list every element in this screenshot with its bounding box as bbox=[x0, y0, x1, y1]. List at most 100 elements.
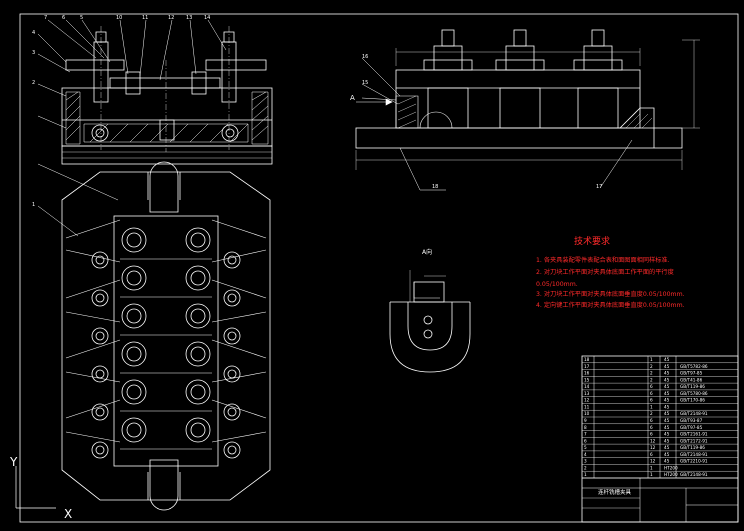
parts-cell: 2 bbox=[584, 465, 587, 470]
locating-pin-icon bbox=[185, 417, 211, 443]
clamp-bolt-icon bbox=[223, 403, 241, 421]
parts-cell: 6 bbox=[650, 452, 653, 457]
locating-pin-icon bbox=[121, 303, 147, 329]
balloon-12: 12 bbox=[168, 15, 174, 21]
parts-cell: 12 bbox=[650, 459, 656, 464]
parts-cell: 13 bbox=[584, 391, 590, 396]
clamp-bolt-icon bbox=[91, 289, 109, 307]
locating-pin-icon bbox=[185, 341, 211, 367]
locating-pin-icon bbox=[121, 227, 147, 253]
tech-line-2: 2. 对刀块工作平面对夹具体底面工作平面的平行度 bbox=[536, 268, 674, 276]
balloon-14: 14 bbox=[204, 15, 210, 21]
parts-cell: 14 bbox=[584, 384, 590, 389]
locating-pin-icon bbox=[185, 303, 211, 329]
parts-cell: 45 bbox=[664, 418, 670, 423]
parts-cell: 6 bbox=[650, 391, 653, 396]
technical-requirements: 技术要求 1. 各夹具装配零件表配合表和面图面相同样标准. 2. 对刀块工作平面… bbox=[536, 235, 685, 309]
clamp-bolt-icon bbox=[91, 441, 109, 459]
parts-cell: 12 bbox=[650, 445, 656, 450]
detail-view-label: A向 bbox=[422, 248, 432, 256]
clamp-bolt-icon bbox=[223, 289, 241, 307]
balloons-top-left: 7 6 5 4 3 2 1 bbox=[32, 15, 83, 208]
balloon-15: 15 bbox=[362, 80, 368, 86]
clamp-bolt-icon bbox=[223, 251, 241, 269]
parts-cell: 6 bbox=[650, 384, 653, 389]
parts-cell: 1 bbox=[650, 465, 653, 470]
locating-pin-icon bbox=[185, 265, 211, 291]
clamp-bolt-icon bbox=[223, 327, 241, 345]
tech-line-4: 3. 对刀块工作平面对夹具体底面垂直度0.05/100mm. bbox=[536, 290, 685, 298]
parts-cell: 6 bbox=[650, 432, 653, 437]
parts-cell: 12 bbox=[584, 398, 590, 403]
balloons-top-row: 10 11 12 13 14 bbox=[116, 15, 210, 21]
parts-cell: 45 bbox=[664, 445, 670, 450]
balloons-right-view: 16 15 18 17 bbox=[362, 54, 602, 190]
balloon-6: 6 bbox=[62, 15, 65, 21]
locating-pin-icon bbox=[121, 417, 147, 443]
parts-cell: GB/T119-86 bbox=[680, 384, 705, 389]
parts-cell: 1 bbox=[650, 404, 653, 409]
balloon-16: 16 bbox=[362, 54, 368, 60]
parts-cell: 2 bbox=[650, 411, 653, 416]
parts-cell: 45 bbox=[664, 432, 670, 437]
parts-cell: 6 bbox=[584, 438, 587, 443]
parts-cell: 1 bbox=[650, 472, 653, 477]
clamp-bolt-icon bbox=[91, 365, 109, 383]
clamp-bolt-icon bbox=[223, 441, 241, 459]
tech-line-3: 0.05/100mm. bbox=[536, 281, 578, 288]
parts-cell: 45 bbox=[664, 411, 670, 416]
balloon-17: 17 bbox=[596, 184, 602, 190]
tech-line-5: 4. 定向键工作平面对夹具体底面垂直度0.05/100mm. bbox=[536, 301, 685, 309]
parts-cell: GB/T170-86 bbox=[680, 398, 705, 403]
parts-cell: 45 bbox=[664, 425, 670, 430]
parts-cell: 2 bbox=[650, 371, 653, 376]
top-view bbox=[61, 161, 271, 511]
parts-cell: 17 bbox=[584, 364, 590, 369]
parts-cell: 16 bbox=[584, 371, 590, 376]
parts-cell: GB/T97-85 bbox=[680, 425, 703, 430]
axis-x-label: X bbox=[64, 507, 72, 521]
parts-cell: GB/T41-86 bbox=[680, 377, 703, 382]
detail-a-view bbox=[389, 270, 471, 373]
locating-pin-icon bbox=[185, 227, 211, 253]
section-marker-a: A bbox=[350, 94, 355, 102]
parts-cell: 45 bbox=[664, 452, 670, 457]
balloon-1: 1 bbox=[32, 202, 35, 208]
side-view bbox=[355, 29, 700, 191]
parts-cell: GB/T2148-91 bbox=[680, 472, 708, 477]
parts-cell: 6 bbox=[650, 398, 653, 403]
parts-cell: 1 bbox=[584, 472, 587, 477]
parts-cell: 6 bbox=[650, 418, 653, 423]
parts-cell: 45 bbox=[664, 384, 670, 389]
side-clamp-stack bbox=[573, 29, 623, 129]
parts-cell: 45 bbox=[664, 404, 670, 409]
parts-cell: GB/T93-87 bbox=[680, 418, 703, 423]
parts-cell: 8 bbox=[584, 425, 587, 430]
parts-cell: 5 bbox=[584, 445, 587, 450]
drawing-frame bbox=[19, 13, 739, 523]
parts-cell: 7 bbox=[584, 432, 587, 437]
parts-cell: 10 bbox=[584, 411, 590, 416]
balloon-13: 13 bbox=[186, 15, 192, 21]
balloon-11: 11 bbox=[142, 15, 148, 21]
balloon-10: 10 bbox=[116, 15, 122, 21]
parts-cell: HT200 bbox=[664, 472, 678, 477]
parts-cell: 12 bbox=[650, 438, 656, 443]
axis-y-label: Y bbox=[9, 455, 18, 469]
clamp-bolt-icon bbox=[91, 327, 109, 345]
locating-pin-icon bbox=[121, 341, 147, 367]
parts-cell: 1 bbox=[650, 357, 653, 362]
side-clamp-stack bbox=[495, 29, 545, 129]
parts-cell: GB/T2161-91 bbox=[680, 432, 708, 437]
balloon-4: 4 bbox=[32, 30, 35, 36]
tech-line-1: 1. 各夹具装配零件表配合表和面图面相同样标准. bbox=[536, 256, 670, 264]
balloon-18: 18 bbox=[432, 184, 438, 190]
parts-cell: GB/T2172-91 bbox=[680, 438, 708, 443]
parts-cell: 45 bbox=[664, 438, 670, 443]
parts-cell: 11 bbox=[584, 404, 590, 409]
side-clamp-stack bbox=[423, 29, 473, 129]
balloon-5: 5 bbox=[80, 15, 83, 21]
